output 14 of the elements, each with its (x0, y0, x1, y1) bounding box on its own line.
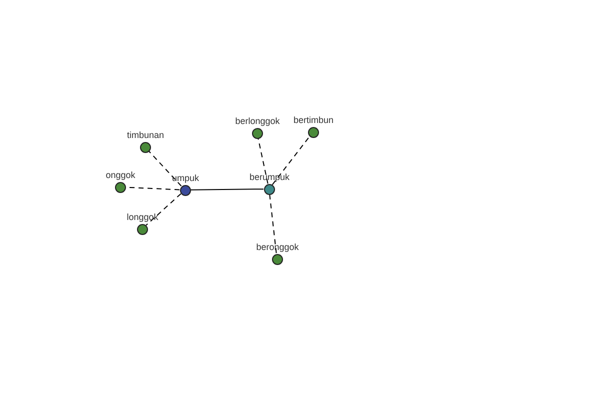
connector-line (148, 150, 182, 186)
node-label: longgok (126, 212, 158, 222)
node-label: berumpuk (249, 172, 290, 182)
node-label: bertimbun (293, 114, 334, 124)
connector-line (190, 188, 264, 190)
node-label: umpuk (172, 172, 199, 182)
node-label: timbunan (126, 130, 164, 140)
connector-line (146, 193, 182, 226)
connector-line (272, 136, 310, 186)
connector-line (258, 138, 268, 184)
node-label: beronggok (256, 242, 299, 252)
connector-line (269, 194, 277, 254)
node-label: onggok (106, 170, 136, 180)
node-label: berlonggok (235, 116, 280, 126)
